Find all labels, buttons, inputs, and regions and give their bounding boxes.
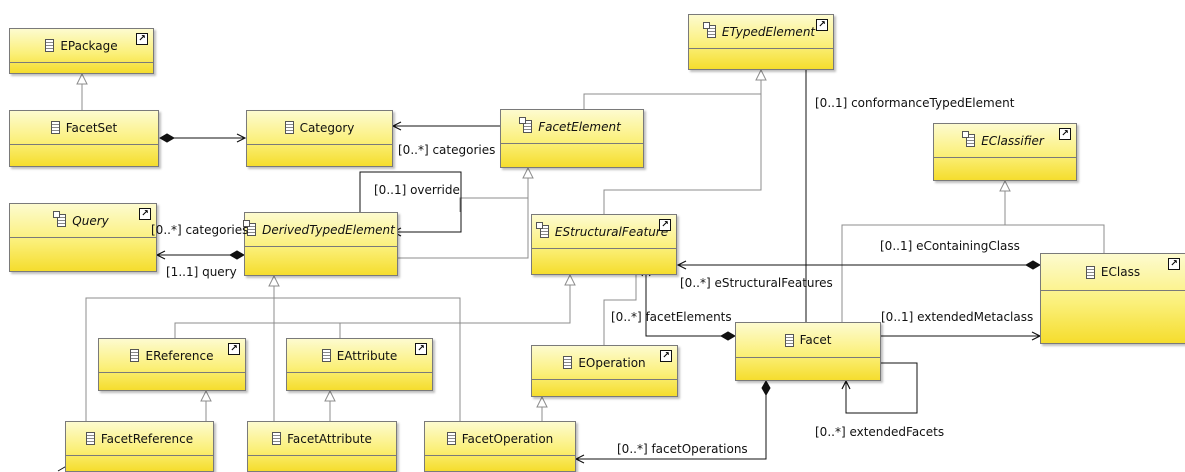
assoc-facetoperations bbox=[576, 381, 766, 459]
gen-estructuralfeature-etypedelement bbox=[603, 94, 762, 214]
class-name: FacetSet bbox=[65, 120, 118, 135]
label-extended-facets: [0..*] extendedFacets bbox=[815, 425, 945, 439]
class-icon bbox=[446, 432, 456, 445]
class-icon bbox=[272, 432, 282, 445]
class-name: EOperation bbox=[578, 355, 646, 370]
class-query[interactable]: Query ↗ bbox=[9, 203, 157, 272]
class-eattribute[interactable]: EAttribute ↗ bbox=[286, 338, 433, 391]
class-icon bbox=[784, 333, 794, 347]
abstract-class-icon bbox=[519, 117, 533, 133]
class-name: EReference bbox=[145, 348, 214, 363]
assoc-override bbox=[359, 171, 462, 232]
gen-derived-facetelement-2 bbox=[398, 198, 529, 259]
external-link-icon: ↗ bbox=[660, 350, 672, 362]
abstract-class-icon bbox=[243, 220, 257, 236]
external-link-icon: ↗ bbox=[659, 219, 671, 231]
class-icon bbox=[1085, 265, 1095, 279]
gen-facet-eclass bbox=[841, 224, 1005, 322]
class-icon bbox=[85, 432, 95, 445]
class-facetreference[interactable]: FacetReference bbox=[65, 421, 214, 472]
class-icon bbox=[130, 349, 140, 362]
class-facetelement[interactable]: FacetElement bbox=[500, 109, 644, 168]
gen-eclass-eclassifier bbox=[1005, 181, 1105, 253]
class-facetset[interactable]: FacetSet bbox=[9, 110, 159, 167]
label-query: [1..1] query bbox=[166, 265, 237, 279]
class-icon bbox=[45, 39, 55, 52]
gen-eop-etyped bbox=[603, 275, 637, 345]
class-name: FacetAttribute bbox=[287, 431, 372, 446]
label-estructural-features: [0..*] eStructuralFeatures bbox=[680, 276, 833, 290]
label-categories-derived: [0..*] categories bbox=[151, 223, 249, 237]
class-estructuralfeature[interactable]: EStructuralFeature ↗ bbox=[531, 214, 677, 275]
gen-facetelement-etypedelement bbox=[583, 70, 761, 109]
label-conformance-typed-element: [0..1] conformanceTypedElement bbox=[815, 96, 1015, 110]
label-facet-operations: [0..*] facetOperations bbox=[617, 442, 748, 456]
class-name: EAttribute bbox=[336, 348, 398, 363]
class-derivedtypedelement[interactable]: DerivedTypedElement bbox=[243, 212, 398, 276]
gen-eref-estructural bbox=[174, 275, 570, 338]
external-link-icon: ↗ bbox=[1168, 258, 1180, 270]
label-econtaining-class: [0..1] eContainingClass bbox=[880, 239, 1020, 253]
class-name: Query bbox=[72, 213, 109, 228]
class-eclass[interactable]: EClass ↗ bbox=[1040, 253, 1185, 344]
class-name: FacetElement bbox=[538, 119, 621, 134]
label-categories-facetelement: [0..*] categories bbox=[398, 143, 496, 157]
class-facetoperation[interactable]: FacetOperation bbox=[424, 421, 576, 472]
external-link-icon: ↗ bbox=[415, 343, 427, 355]
abstract-class-icon bbox=[962, 131, 976, 147]
assoc-facetelements bbox=[646, 268, 735, 336]
external-link-icon: ↗ bbox=[228, 343, 240, 355]
external-link-icon: ↗ bbox=[816, 19, 828, 31]
class-name: Facet bbox=[799, 333, 832, 347]
class-facetattribute[interactable]: FacetAttribute bbox=[247, 421, 397, 472]
external-link-icon: ↗ bbox=[1059, 128, 1071, 140]
assoc-extendedfacets bbox=[846, 362, 918, 414]
abstract-class-icon bbox=[535, 222, 549, 238]
class-eclassifier[interactable]: EClassifier ↗ bbox=[933, 123, 1077, 181]
class-name: EPackage bbox=[60, 38, 118, 53]
class-epackage[interactable]: EPackage ↗ bbox=[9, 28, 154, 74]
external-link-icon: ↗ bbox=[139, 208, 151, 220]
class-etypedelement[interactable]: ETypedElement ↗ bbox=[688, 14, 834, 70]
abstract-class-icon bbox=[53, 211, 67, 227]
class-icon bbox=[563, 356, 573, 369]
class-name: Category bbox=[299, 120, 355, 135]
class-name: DerivedTypedElement bbox=[262, 222, 395, 237]
class-name: ETypedElement bbox=[721, 24, 816, 39]
class-name: EClassifier bbox=[981, 133, 1044, 148]
class-name: EClass bbox=[1100, 265, 1141, 279]
class-category[interactable]: Category bbox=[246, 110, 393, 167]
abstract-class-icon bbox=[702, 22, 716, 38]
label-extended-metaclass: [0..1] extendedMetaclass bbox=[881, 310, 1034, 324]
class-icon bbox=[321, 349, 331, 362]
class-ereference[interactable]: EReference ↗ bbox=[98, 338, 246, 391]
class-icon bbox=[50, 121, 60, 134]
gen-derived-facetelement bbox=[459, 168, 528, 212]
label-facet-elements: [0..*] facetElements bbox=[611, 310, 732, 324]
class-eoperation[interactable]: EOperation ↗ bbox=[531, 345, 678, 397]
gen-facetref-derived bbox=[85, 297, 461, 421]
class-name: FacetOperation bbox=[461, 431, 554, 446]
class-icon bbox=[284, 121, 294, 134]
external-link-icon: ↗ bbox=[136, 33, 148, 45]
class-facet[interactable]: Facet bbox=[735, 322, 881, 381]
class-name: EStructuralFeature bbox=[554, 224, 669, 239]
class-name: FacetReference bbox=[100, 431, 194, 446]
label-override: [0..1] override bbox=[374, 183, 460, 197]
